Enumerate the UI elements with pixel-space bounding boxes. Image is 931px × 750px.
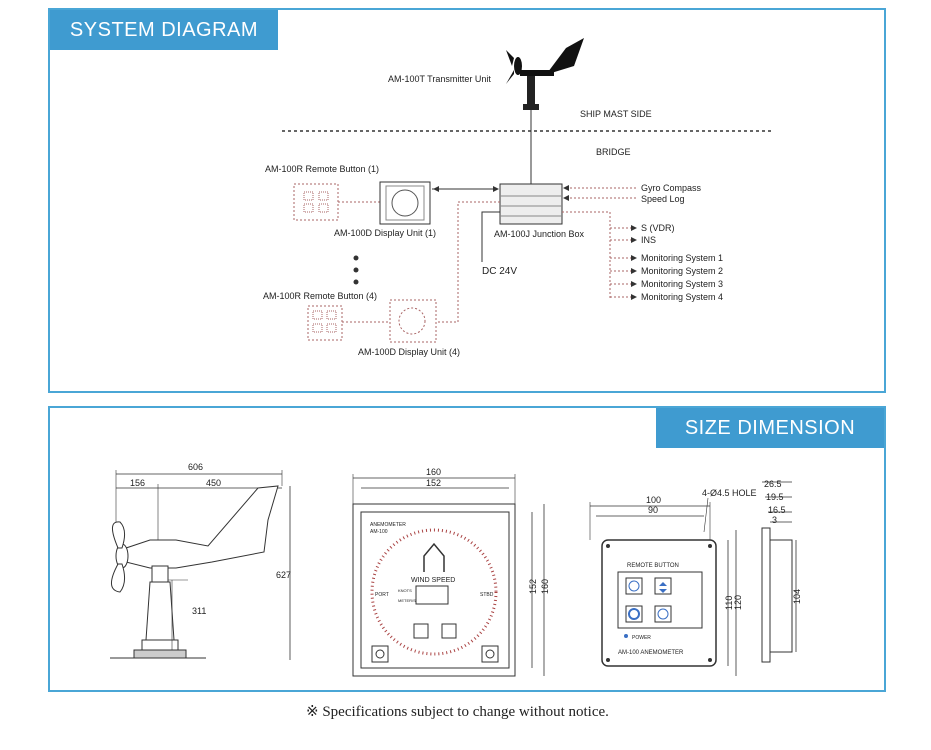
junction-box-label: AM-100J Junction Box xyxy=(494,229,585,239)
dim-remote-inner-width: 90 xyxy=(648,505,658,515)
output-label-monitor-2: Monitoring System 2 xyxy=(641,266,723,276)
dim-remote-inner-height: 110 xyxy=(724,596,734,610)
dim-side-16-5: 16.5 xyxy=(768,505,786,515)
dim-side-19-5: 19.5 xyxy=(766,492,784,502)
remote-face-title: REMOTE BUTTON xyxy=(627,563,679,569)
bridge-label: BRIDGE xyxy=(596,147,631,157)
display-unit-4-label: AM-100D Display Unit (4) xyxy=(358,347,460,357)
display-unit-4-icon xyxy=(389,299,437,343)
transmitter-unit-icon xyxy=(506,38,584,184)
display-unit-dimension-drawing xyxy=(352,474,545,677)
size-dimension-title: SIZE DIMENSION xyxy=(656,408,884,448)
mast-side-label: SHIP MAST SIDE xyxy=(580,109,652,119)
dim-transmitter-front: 156 xyxy=(130,478,145,488)
dim-transmitter-height: 627 xyxy=(276,570,291,580)
dim-transmitter-rear: 450 xyxy=(206,478,221,488)
display-knots-text: KNOTS xyxy=(398,588,412,593)
output-label-ins: INS xyxy=(641,235,656,245)
remote-button-4-icon xyxy=(307,305,343,341)
junction-box-icon xyxy=(499,183,563,225)
input-label-gyro: Gyro Compass xyxy=(641,183,702,193)
input-label-speedlog: Speed Log xyxy=(641,194,685,204)
remote-button-1-label: AM-100R Remote Button (1) xyxy=(265,164,379,174)
display-unit-1-label: AM-100D Display Unit (1) xyxy=(334,228,436,238)
display-brand-text: ANEMOMETER xyxy=(370,522,406,528)
dim-side-3: 3 xyxy=(772,515,777,525)
ellipsis-dot xyxy=(353,255,359,261)
dim-side-26-5: 26.5 xyxy=(764,479,782,489)
dim-transmitter-total: 606 xyxy=(188,462,203,472)
output-label-monitor-3: Monitoring System 3 xyxy=(641,279,723,289)
display-stbd-text: STBD xyxy=(480,592,494,598)
dim-display-outer-height: 160 xyxy=(540,579,550,594)
dim-display-inner-width: 152 xyxy=(426,478,441,488)
display-unit-1-icon xyxy=(379,181,431,225)
display-title-text: WIND SPEED xyxy=(411,577,455,584)
ellipsis-dot xyxy=(353,267,359,273)
remote-side-view-drawing xyxy=(761,481,797,663)
output-label-vdr: S (VDR) xyxy=(641,223,675,233)
dc-power-label: DC 24V xyxy=(482,266,517,277)
system-diagram-title: SYSTEM DIAGRAM xyxy=(50,10,278,50)
system-diagram-panel xyxy=(48,8,886,393)
dim-transmitter-base: 311 xyxy=(192,606,206,616)
dim-side-height: 104 xyxy=(792,589,802,604)
remote-button-4-label: AM-100R Remote Button (4) xyxy=(263,291,377,301)
display-meter-text: METER/S xyxy=(398,598,416,603)
dim-remote-outer-width: 100 xyxy=(646,495,661,505)
dim-remote-hole: 4-Ø4.5 HOLE xyxy=(702,488,757,498)
dim-display-inner-height: 152 xyxy=(528,579,538,594)
output-label-monitor-1: Monitoring System 1 xyxy=(641,253,723,263)
remote-button-1-icon xyxy=(293,183,339,221)
transmitter-label: AM-100T Transmitter Unit xyxy=(388,74,491,84)
transmitter-dimension-drawing xyxy=(110,470,291,660)
dim-display-outer-width: 160 xyxy=(426,467,441,477)
output-label-monitor-4: Monitoring System 4 xyxy=(641,292,723,302)
dim-remote-outer-height: 120 xyxy=(733,595,743,610)
ellipsis-dot xyxy=(353,279,359,285)
footnote: ※ Specifications subject to change witho… xyxy=(306,704,609,720)
display-model-text: AM-100 xyxy=(370,529,388,535)
remote-face-footer: AM-100 ANEMOMETER xyxy=(618,650,684,656)
display-port-text: PORT xyxy=(375,592,389,598)
remote-button-dimension-drawing xyxy=(589,497,737,676)
remote-face-power: POWER xyxy=(632,635,651,641)
